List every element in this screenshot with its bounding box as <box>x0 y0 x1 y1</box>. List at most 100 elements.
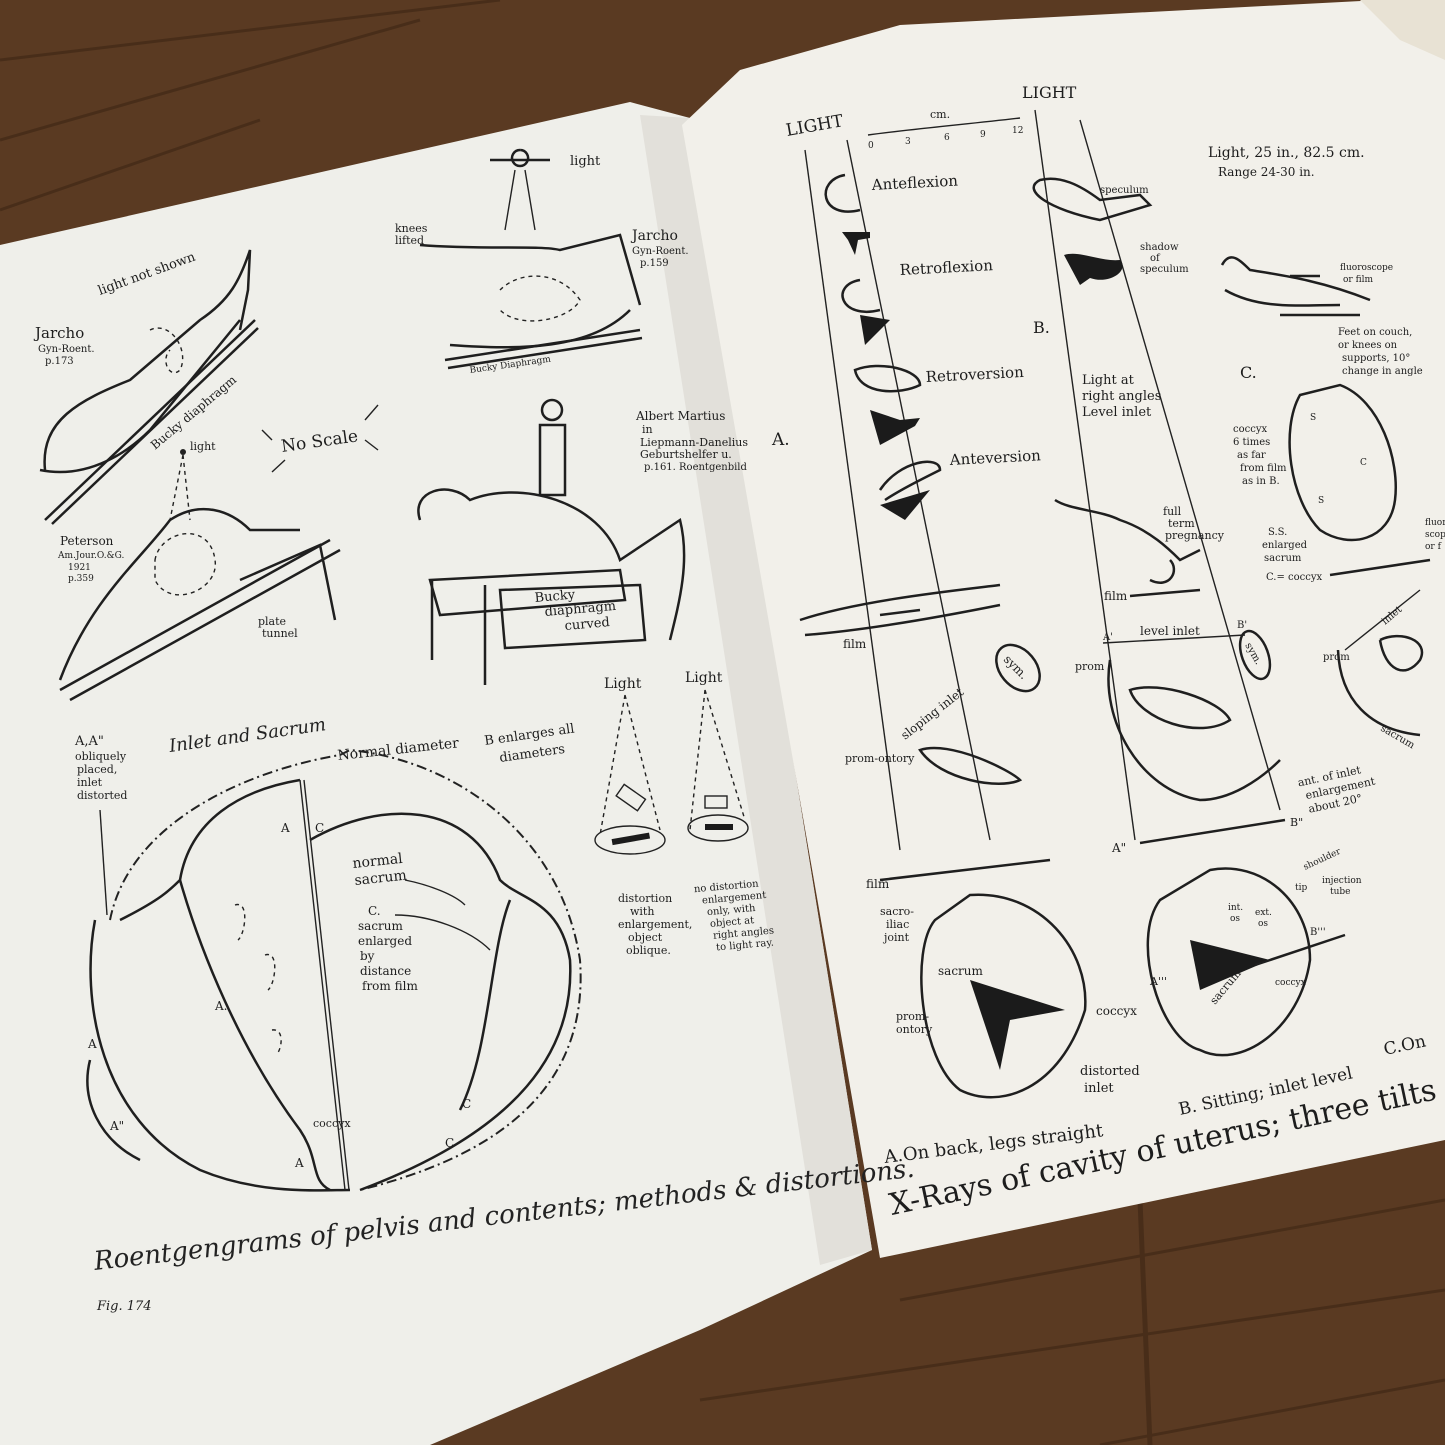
feet-note-4: change in angle <box>1342 366 1423 377</box>
ss-note-2: enlarged <box>1262 540 1308 551</box>
coccyx-label: coccyx <box>313 1117 351 1130</box>
pregnancy-2: term <box>1168 517 1195 530</box>
inlet-label-a: inlet <box>1084 1081 1114 1096</box>
pregnancy-3: pregnancy <box>1165 529 1225 542</box>
letter-a-double-prime: A" <box>109 1119 124 1133</box>
c-label: C <box>1360 458 1367 468</box>
c-note-1: C. <box>368 904 381 918</box>
martius-figure: Albert Martius in Liepmann-Danelius Gebu… <box>417 398 748 685</box>
prom-label-b: prom <box>1075 660 1105 673</box>
fluoroscope2-1: fluoro- <box>1425 518 1445 528</box>
coccyx-label-a: coccyx <box>1096 1004 1137 1018</box>
s-label-bottom: S <box>1318 496 1324 506</box>
distorted-label: distorted <box>1080 1064 1140 1079</box>
int-os-1: int. <box>1228 903 1243 913</box>
aa-note-2: obliquely <box>75 750 127 763</box>
pregnancy-1: full <box>1163 505 1182 518</box>
film-label-a2: film <box>866 877 890 891</box>
normal-label: normal <box>352 851 404 872</box>
letter-c-right: C <box>462 1097 471 1111</box>
jarcho-source-name-2: Jarcho <box>630 228 678 244</box>
peterson-figure: light Peterson Am.Jour.O.&G. 1921 p.359 … <box>57 440 341 702</box>
right-note-3: only, with <box>707 903 757 918</box>
promontory2-2: ontory <box>896 1023 933 1036</box>
coccyx-label-b: coccyx <box>1275 978 1306 988</box>
plate-label: plate <box>258 615 286 628</box>
prom-label-c: prom <box>1323 652 1350 663</box>
letter-b-label: B. <box>1033 318 1050 337</box>
a-triple-prime-label: A''' <box>1149 975 1167 988</box>
position-retroversion: Retroversion <box>925 363 1024 386</box>
peterson-source-journal: Am.Jour.O.&G. <box>57 551 124 561</box>
bucky-curved-1: Bucky <box>534 587 576 606</box>
ss-note-1: S.S. <box>1268 527 1287 538</box>
b-double-prime-label: B" <box>1290 816 1303 829</box>
left-note-5: oblique. <box>626 944 671 957</box>
scale-tick-12: 12 <box>1012 126 1023 136</box>
tunnel-label: tunnel <box>262 627 298 640</box>
jarcho-source-name: Jarcho <box>33 324 84 342</box>
martius-page: p.161. Roentgenbild <box>644 462 748 473</box>
injection-label: injection <box>1322 876 1362 886</box>
martius-book-2: Geburtshelfer u. <box>640 448 732 461</box>
martius-in: in <box>642 423 653 436</box>
b-prime-label: B' <box>1237 620 1247 631</box>
letter-a-top: A <box>280 821 290 835</box>
jarcho-source-page-2: p.159 <box>640 258 669 269</box>
feet-note-3: supports, 10° <box>1342 353 1410 364</box>
left-page-shadow <box>640 115 872 1265</box>
letter-c-bottom: C <box>445 1136 454 1150</box>
sacroiliac-3: joint <box>882 931 910 944</box>
c-note-4: by <box>360 949 375 963</box>
c-light-note-2: Range 24-30 in. <box>1218 165 1315 179</box>
scale-tick-9: 9 <box>980 130 986 140</box>
promontory-label-a: prom-ontory <box>845 752 915 765</box>
jarcho-source-journal: Gyn-Roent. <box>38 344 95 355</box>
bucky-curved-2: diaphragm <box>544 599 617 620</box>
right-note-6: to light ray. <box>716 937 775 953</box>
position-anteversion: Anteversion <box>948 446 1041 469</box>
fluoroscope2-2: scope <box>1425 530 1445 540</box>
peterson-light-label: light <box>190 440 216 453</box>
scale-tick-3: 3 <box>905 137 911 147</box>
c-note-2: sacrum <box>358 919 403 933</box>
s-label-top: S <box>1310 413 1316 423</box>
light-label: light <box>570 154 601 169</box>
letter-a-mid: A. <box>214 999 227 1013</box>
scale-unit: cm. <box>930 108 950 121</box>
a-prime-label: A' <box>1102 632 1113 643</box>
position-anteflexion: Anteflexion <box>870 171 958 194</box>
c-note-3: enlarged <box>358 934 412 948</box>
knees-label: knees <box>395 222 428 235</box>
right-note-4: object at <box>710 915 755 930</box>
aa-note-1: A,A" <box>74 734 104 749</box>
figure-number: Fig. 174 <box>96 1299 152 1314</box>
left-note-3: enlargement, <box>618 918 692 931</box>
ext-os-2: os <box>1258 919 1268 929</box>
right-page <box>682 0 1445 1258</box>
aa-note-4: inlet <box>77 776 103 789</box>
promontory2-1: prom- <box>896 1010 929 1023</box>
light-note-1: Light at <box>1082 373 1135 388</box>
fluoroscope-label-1: fluoroscope <box>1340 263 1393 273</box>
c-note-6: from film <box>362 979 418 993</box>
light-label-2: Light <box>685 670 723 686</box>
coccyx-note-1: coccyx <box>1233 424 1267 435</box>
ss-note-3: sacrum <box>1264 553 1302 564</box>
sacrum-label-a: sacrum <box>938 964 983 978</box>
feet-note-1: Feet on couch, <box>1338 327 1412 338</box>
peterson-source-name: Peterson <box>60 534 114 548</box>
no-scale-arrows <box>261 404 379 473</box>
ss-note-4: C.= coccyx <box>1266 572 1323 583</box>
c-light-note-1: Light, 25 in., 82.5 cm. <box>1208 145 1365 161</box>
letter-a-left: A <box>87 1037 97 1051</box>
light-note-3: Level inlet <box>1082 405 1152 420</box>
letter-c-label: C. <box>1240 363 1257 382</box>
int-os-2: os <box>1230 914 1240 924</box>
jarcho-figure-2: light knees lifted Jarcho Gyn-Roent. p.1… <box>395 148 689 376</box>
sacroiliac-2: iliac <box>886 918 909 931</box>
b-triple-prime-label: B''' <box>1310 927 1326 938</box>
sacrum-label: sacrum <box>354 868 408 889</box>
